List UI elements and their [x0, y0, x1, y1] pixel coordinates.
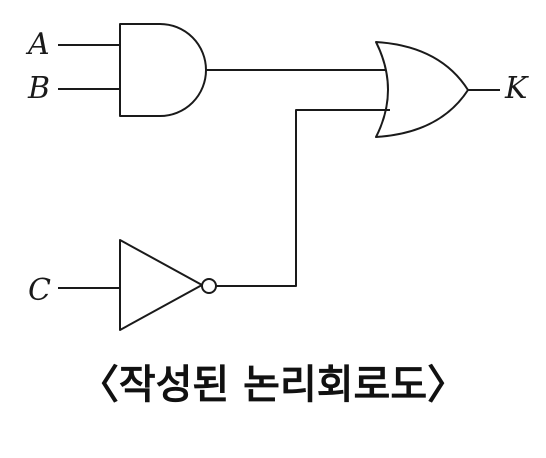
not-gate: [119, 239, 203, 331]
input-label-c: C: [28, 273, 51, 308]
input-label-a: A: [25, 27, 50, 62]
logic-circuit-diagram: A B C K: [25, 23, 529, 331]
output-label-k: K: [504, 71, 529, 106]
not-gate-bubble: [201, 278, 217, 294]
wire-not-to-or: [216, 109, 390, 287]
or-gate: [375, 41, 469, 138]
and-gate: [119, 23, 207, 117]
diagram-caption: 〈작성된 논리회로도〉: [78, 362, 468, 408]
input-label-b: B: [27, 71, 50, 106]
